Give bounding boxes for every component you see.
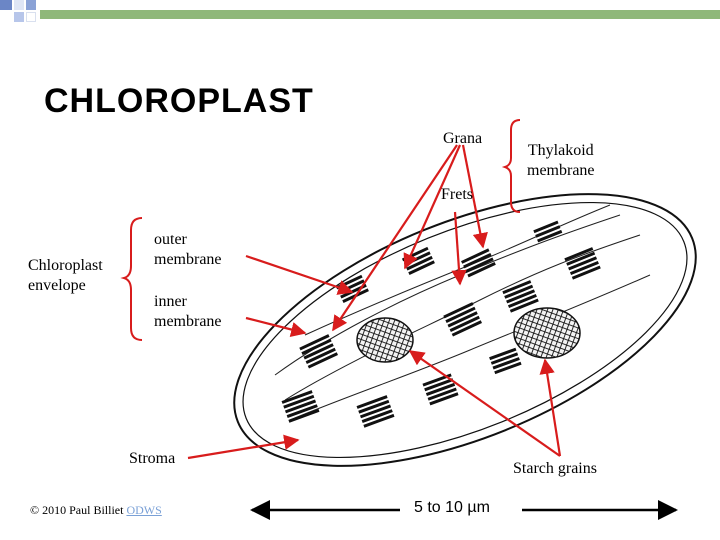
inner-membrane-label: inner membrane: [154, 292, 222, 332]
deco-square-light: [14, 0, 24, 10]
thylakoid-bracket: [501, 119, 521, 213]
frets-arrow: [451, 211, 467, 286]
stroma-arrow: [187, 434, 300, 460]
credit-text: © 2010 Paul Billiet: [30, 503, 124, 517]
starch-arrow-2: [539, 358, 562, 457]
thylakoid-label-line2: membrane: [527, 162, 595, 179]
deco-square-lower: [14, 12, 24, 22]
outer-membrane-label-line1: outer: [154, 231, 187, 248]
grana-arrow-3: [461, 144, 488, 249]
envelope-label-line2: envelope: [28, 277, 86, 294]
page-title: CHLOROPLAST: [44, 82, 314, 120]
outer-membrane-label-line2: membrane: [154, 251, 222, 268]
starch-grain-right: [513, 307, 581, 359]
header-decoration: [0, 0, 720, 30]
deco-square-white: [26, 12, 36, 22]
pointer-arrows: [187, 144, 562, 460]
thylakoid-label: Thylakoid membrane: [527, 141, 595, 181]
deco-square-blue-2: [26, 0, 36, 10]
grana-arrow-2: [403, 144, 462, 270]
envelope-label: Chloroplast envelope: [28, 256, 103, 296]
scale-label: 5 to 10 µm: [414, 499, 490, 516]
outer-membrane-label: outer membrane: [154, 230, 222, 270]
outer-membrane-shape: [233, 193, 697, 467]
inner-membrane-label-line2: membrane: [154, 313, 222, 330]
deco-square-blue: [0, 0, 12, 10]
starch-grains-label: Starch grains: [513, 460, 597, 477]
credit-link[interactable]: ODWS: [126, 503, 162, 517]
outer-membrane-arrow: [245, 254, 354, 295]
envelope-label-line1: Chloroplast: [28, 257, 103, 274]
grana-arrow-1: [332, 144, 458, 332]
thylakoid-label-line1: Thylakoid: [527, 142, 594, 159]
starch-arrow-1: [408, 350, 561, 457]
grana-label: Grana: [443, 130, 483, 147]
inner-membrane-arrow: [245, 316, 307, 338]
starch-grain-left: [356, 317, 414, 363]
deco-green-bar: [40, 10, 720, 19]
stroma-label: Stroma: [129, 450, 176, 467]
inner-membrane-label-line1: inner: [154, 293, 187, 310]
inner-membrane-shape: [242, 201, 688, 459]
frets-label: Frets: [441, 186, 473, 203]
copyright-credit: © 2010 Paul Billiet ODWS: [30, 503, 162, 518]
chloroplast-outline: [233, 193, 697, 467]
envelope-bracket: [120, 217, 143, 341]
starch-grains: [356, 307, 581, 363]
